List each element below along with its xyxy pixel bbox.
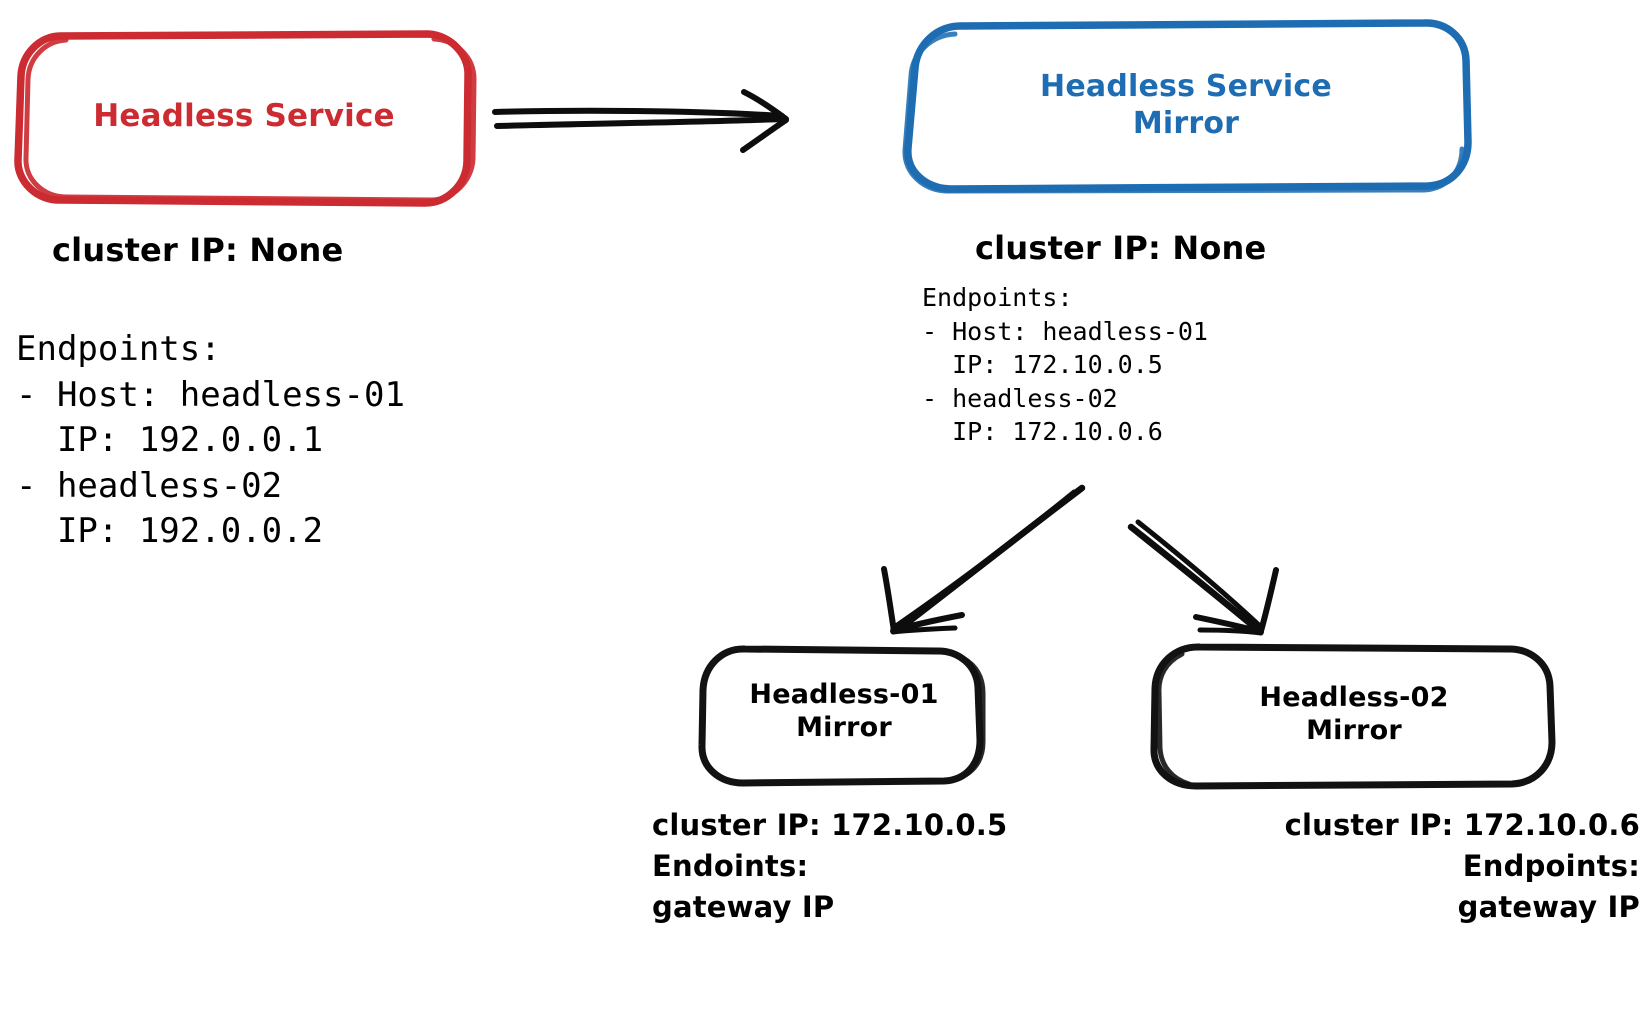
node-headless-01-mirror[interactable]: Headless-01 Mirror: [704, 640, 984, 784]
node-headless-service-label: Headless Service: [93, 98, 395, 135]
edge-mirror-to-host-01: [881, 484, 1086, 635]
source-endpoints-block: Endpoints: - Host: headless-01 IP: 192.0…: [16, 329, 405, 552]
node-headless-02-mirror-label: Headless-02 Mirror: [1259, 682, 1449, 746]
mirror-endpoints-block: Endpoints: - Host: headless-01 IP: 172.1…: [922, 283, 1208, 446]
mirror-cluster-ip-label: cluster IP: None: [975, 229, 1267, 267]
edge-source-to-mirror: [492, 89, 789, 153]
node-headless-service-mirror[interactable]: Headless Service Mirror: [900, 18, 1472, 194]
node-headless-service-mirror-label: Headless Service Mirror: [1040, 69, 1332, 141]
edge-mirror-to-host-02: [1127, 519, 1279, 636]
mirror-host-01-info-block: cluster IP: 172.10.0.5 Endoints: gateway…: [652, 808, 1008, 925]
mirror-host-02-info-block: cluster IP: 172.10.0.6 Endpoints: gatewa…: [1284, 808, 1640, 925]
node-headless-service[interactable]: Headless Service: [18, 28, 470, 206]
node-headless-02-mirror[interactable]: Headless-02 Mirror: [1148, 640, 1560, 790]
node-headless-01-mirror-label: Headless-01 Mirror: [749, 679, 939, 743]
source-cluster-ip-label: cluster IP: None: [52, 231, 344, 269]
